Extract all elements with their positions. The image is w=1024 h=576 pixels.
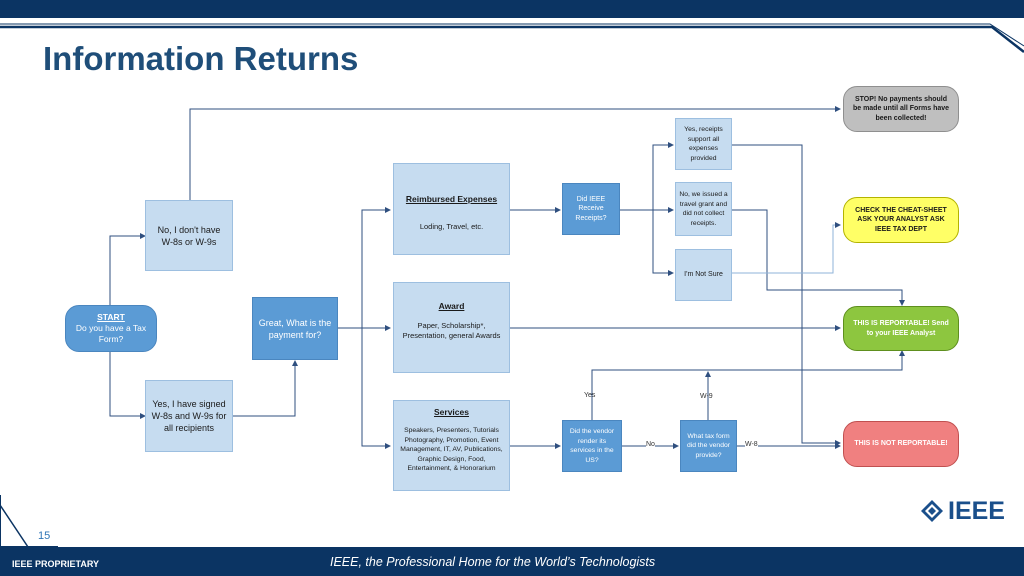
edge-label-no: No xyxy=(646,441,655,448)
top-bar xyxy=(0,0,1024,18)
reimbursed-body: Loding, Travel, etc. xyxy=(419,222,484,231)
tax-form-node: What tax form did the vendor provide? xyxy=(680,420,737,472)
reimbursed-title: Reimbursed Expenses xyxy=(405,194,498,204)
award-node: Award Paper, Scholarship*, Presentation,… xyxy=(393,282,510,373)
ieee-logo-text: IEEE xyxy=(948,497,1005,525)
ieee-logo: IEEE xyxy=(918,496,1018,528)
not-reportable-node: THIS IS NOT REPORTABLE! xyxy=(843,421,959,467)
edge-label-w9: W-9 xyxy=(700,393,713,400)
start-title: START xyxy=(97,312,125,322)
start-node: START Do you have a Tax Form? xyxy=(65,305,157,352)
vendor-us-node: Did the vendor render its services in th… xyxy=(562,420,622,472)
footer-tagline: IEEE, the Professional Home for the Worl… xyxy=(330,555,656,569)
not-sure-node: I'm Not Sure xyxy=(675,249,732,301)
award-title: Award xyxy=(438,301,465,311)
stop-node: STOP! No payments should be made until a… xyxy=(843,86,959,132)
reimbursed-expenses-node: Reimbursed Expenses Loding, Travel, etc. xyxy=(393,163,510,255)
services-body: Speakers, Presenters, Tutorials Photogra… xyxy=(400,427,503,472)
services-node: Services Speakers, Presenters, Tutorials… xyxy=(393,400,510,491)
yes-forms-node: Yes, I have signed W-8s and W-9s for all… xyxy=(145,380,233,452)
award-body: Paper, Scholarship*, Presentation, gener… xyxy=(402,321,501,340)
edge-label-w8: W-8 xyxy=(745,441,758,448)
services-title: Services xyxy=(434,407,469,417)
cheat-sheet-node: CHECK THE CHEAT-SHEET ASK YOUR ANALYST A… xyxy=(843,197,959,243)
slide-title: Information Returns xyxy=(43,40,359,77)
payment-for-node: Great, What is the payment for? xyxy=(252,297,338,360)
page-number: 15 xyxy=(38,530,51,542)
edge-label-yes: Yes xyxy=(584,392,596,399)
start-question: Do you have a Tax Form? xyxy=(75,323,147,344)
receive-receipts-node: Did IEEE Receive Receipts? xyxy=(562,183,620,235)
footer-proprietary: IEEE PROPRIETARY xyxy=(12,559,100,569)
ieee-diamond-icon xyxy=(921,500,943,522)
footer-bar: IEEE PROPRIETARY IEEE, the Professional … xyxy=(0,547,1024,576)
no-forms-node: No, I don't have W-8s or W-9s xyxy=(145,200,233,271)
receipts-no-node: No, we issued a travel grant and did not… xyxy=(675,182,732,236)
receipts-yes-node: Yes, receipts support all expenses provi… xyxy=(675,118,732,170)
reportable-node: THIS IS REPORTABLE! Send to your IEEE An… xyxy=(843,306,959,351)
